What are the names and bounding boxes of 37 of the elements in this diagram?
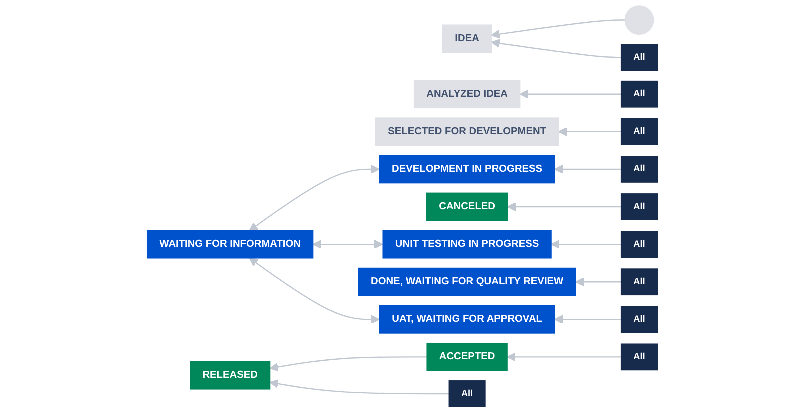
node-box: DEVELOPMENT IN PROGRESS [379,155,556,184]
node-box: SELECTED FOR DEVELOPMENT [375,118,560,146]
node-box: UAT, WAITING FOR APPROVAL [379,305,556,334]
node-box: WAITING FOR INFORMATION [147,230,314,259]
arrow [575,278,622,287]
node-box: All [448,380,486,408]
arrow [491,20,626,39]
arrow [520,90,622,99]
node-box: All [620,194,658,220]
node-box: All [620,44,658,72]
node-box: All [620,268,658,296]
arrow [312,240,384,250]
arrow [554,165,622,174]
node-box: ANALYZED IDEA [414,80,521,109]
node-box: All [620,306,658,334]
node-box: All [620,231,658,258]
arrow [270,356,428,372]
node-box: IDEA [442,24,492,54]
node-box: All [620,80,658,108]
arrow [507,202,622,212]
node-box: UNIT TESTING IN PROGRESS [382,230,552,259]
arrow [507,352,622,362]
arrow [249,165,380,232]
node-circle [624,6,654,35]
arrow [491,39,622,58]
node-box: CANCELED [426,192,508,222]
node-box: All [620,118,658,146]
arrow [249,258,380,324]
arrow [554,315,622,324]
node-box: RELEASED [190,361,271,390]
node-box: All [620,156,658,183]
node-box: DONE, WAITING FOR QUALITY REVIEW [358,268,576,296]
arrow [558,127,622,136]
arrow [270,380,450,395]
arrow [550,240,622,250]
node-box: All [620,344,658,371]
node-box: ACCEPTED [426,342,508,372]
